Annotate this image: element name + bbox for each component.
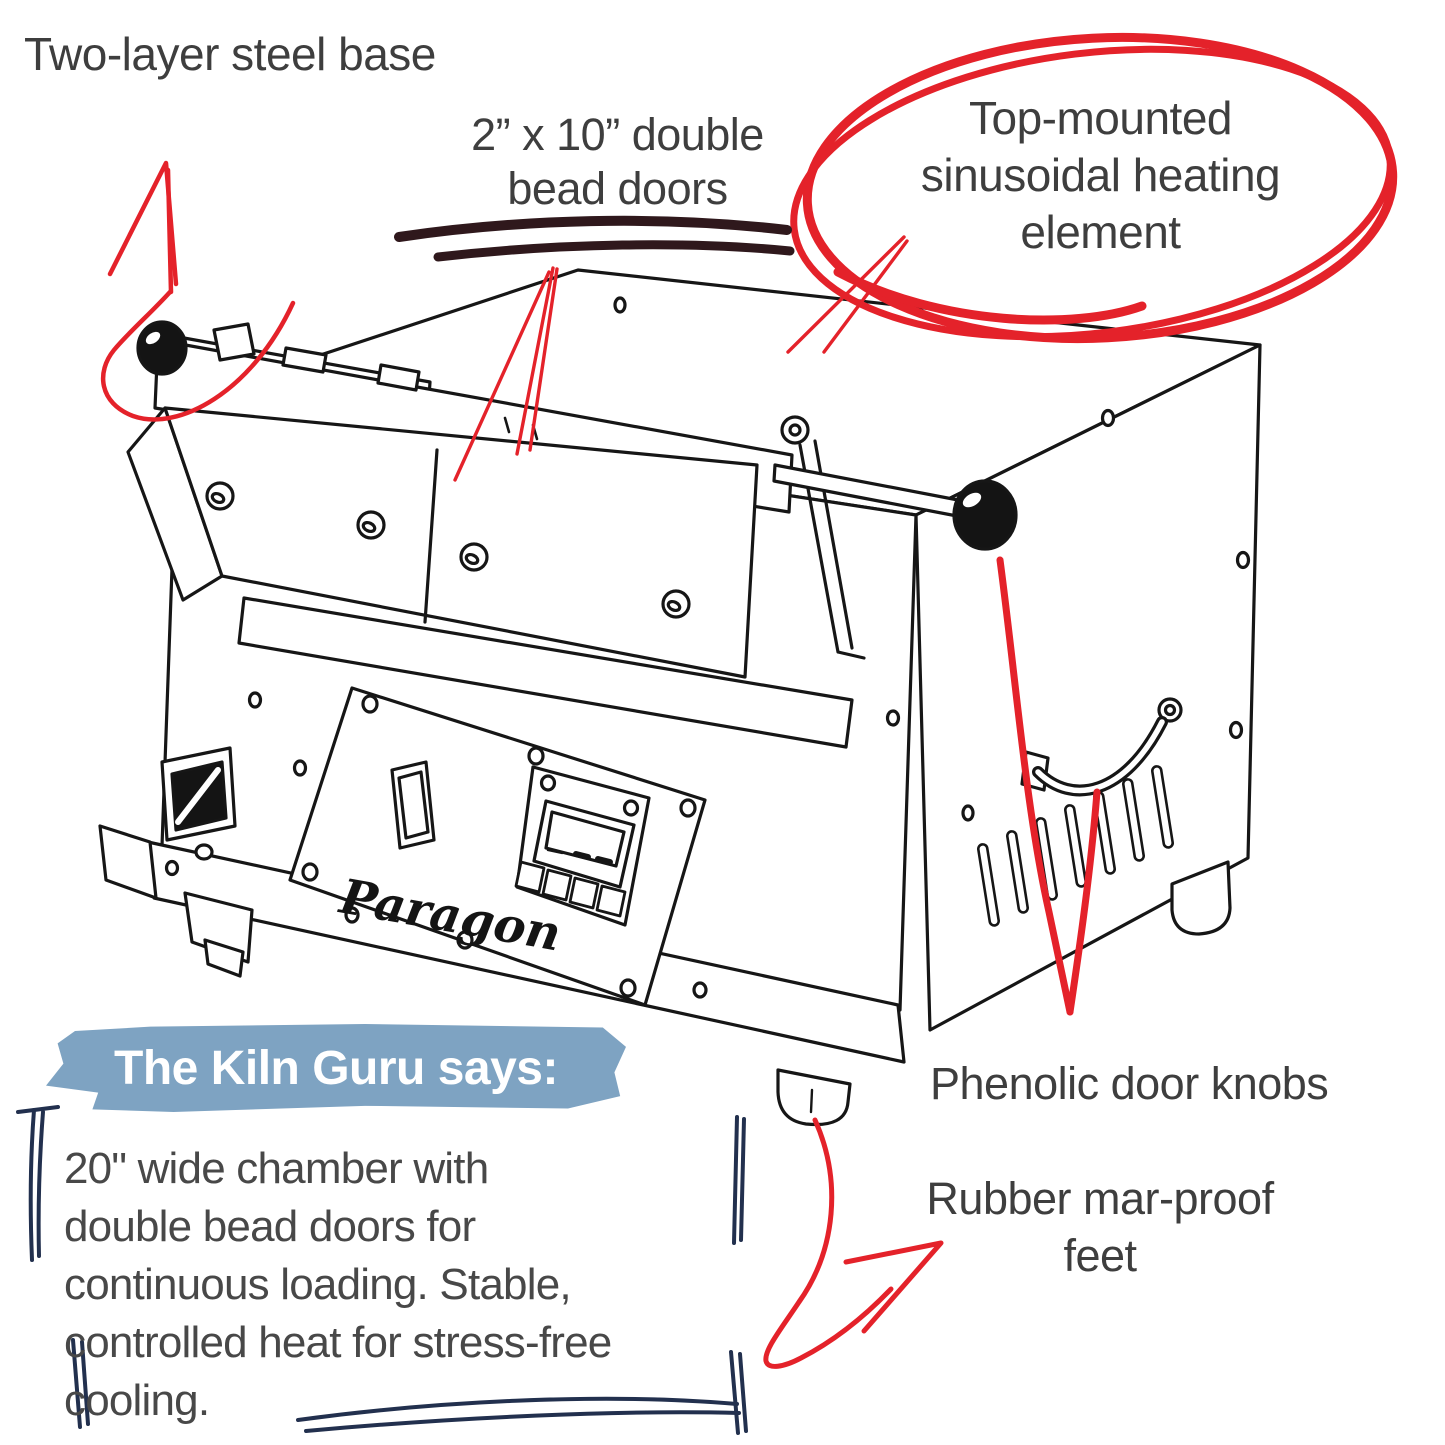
kiln-guru-highlight: The Kiln Guru says: [46,1024,626,1112]
front-face-hole [292,759,308,777]
arrow-door-knobs [996,556,1101,1016]
left-foot [183,891,254,978]
kiln-guru-heading: The Kiln Guru says: [114,1041,558,1095]
panel-screw [301,694,697,998]
label-heating-line3: element [1020,206,1181,258]
toggle-switch [390,760,436,850]
front-foot [776,1068,852,1127]
chamber-opening [237,596,854,749]
left-door-knob [136,320,188,376]
guru-body-line: controlled heat for stress-free [64,1318,612,1367]
rail-clip [212,322,256,362]
label-door-knobs: Phenolic door knobs [930,1058,1329,1109]
label-heating-line2: sinusoidal heating [920,149,1281,201]
right-rear-foot [1170,860,1232,936]
guru-body-line: 20" wide chamber with [64,1144,489,1193]
label-heating-line1: Top-mounted [969,92,1233,144]
rail-clip [376,363,421,392]
display-line [546,848,564,855]
bead-door-assembly [126,320,1018,679]
label-bead-doors: 2” x 10” double bead doors [395,108,840,216]
label-bead-doors-line1: 2” x 10” double [471,109,764,160]
side-screw-holes [961,408,1251,822]
label-bead-doors-line2: bead doors [507,163,728,214]
label-rubber-feet: Rubber mar-proof feet [880,1170,1320,1284]
kiln-illustration: Paragon [98,268,1262,1127]
right-door-knob [952,479,1018,551]
rail-hole [692,981,708,999]
front-face-hole [885,709,901,727]
controller-screw [622,799,640,817]
red-annotations [100,32,1398,1369]
controller-display [544,810,626,868]
bead-doors-underline [394,215,795,262]
label-steel-base: Two-layer steel base [24,28,436,80]
top-face-hole [613,296,627,314]
arrow-rubber-feet [763,1117,944,1369]
display-dashes [573,851,613,865]
side-vents [976,765,1175,927]
label-heating-element: Top-mounted sinusoidal heating element [828,90,1373,261]
controller-screw [539,774,557,792]
circle-heating-element [790,32,1398,344]
arrow-bead-doors [453,266,559,482]
front-foot-tick [809,1088,814,1114]
rail-hole [344,906,360,924]
guru-body-line: cooling. [64,1376,210,1425]
label-feet-line2: feet [1063,1230,1137,1281]
front-face-hole [247,691,263,709]
guru-body-line: continuous loading. Stable, [64,1260,572,1309]
hand-drawn-brackets [16,1105,748,1435]
rail-clip [281,346,328,374]
double-bead-doors [163,406,759,679]
controller-buttons [514,860,627,918]
power-inlet [160,746,237,877]
kiln-guru-body: 20" wide chamber with double bead doors … [64,1140,612,1430]
kiln-base-left-cap [98,824,158,900]
door-screw [205,481,691,619]
door-seam [423,448,439,624]
arrow-steel-base [100,160,296,422]
temperature-controller [514,765,651,927]
label-feet-line1: Rubber mar-proof [926,1173,1274,1224]
guru-body-line: double bead doors for [64,1202,476,1251]
